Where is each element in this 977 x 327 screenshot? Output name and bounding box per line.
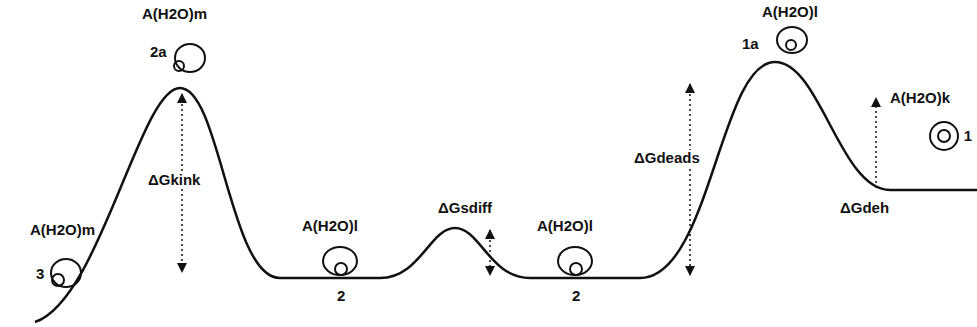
ion-formula: A(H2O)k (888, 90, 952, 106)
state-number: 2a (148, 44, 169, 60)
ion-formula: A(H2O)l (300, 218, 360, 234)
energy-label: ΔGsdiff (436, 200, 494, 216)
ion-icon (558, 247, 592, 275)
ion-icon (777, 27, 807, 53)
ion-icon (930, 122, 958, 150)
sdiff-arrow (489, 230, 491, 275)
ion-icon (174, 44, 205, 72)
deh-arrow (875, 98, 877, 188)
energy-label: ΔGdeh (838, 200, 891, 216)
state-number: 2 (335, 288, 347, 304)
energy-label: ΔGkink (146, 172, 202, 188)
ion-icon (51, 259, 81, 287)
state-number: 1 (962, 128, 974, 144)
energy-curve (35, 62, 977, 322)
ion-formula: A(H2O)l (760, 4, 820, 20)
state-number: 3 (34, 266, 46, 282)
ion-icon (323, 247, 357, 275)
ion-formula: A(H2O)m (140, 6, 209, 22)
energy-label: ΔGdeads (632, 150, 702, 166)
state-number: 1a (740, 36, 761, 52)
state-number: 2 (570, 288, 582, 304)
deads-arrow (689, 84, 691, 275)
ion-formula: A(H2O)m (28, 222, 97, 238)
ion-formula: A(H2O)l (535, 218, 595, 234)
